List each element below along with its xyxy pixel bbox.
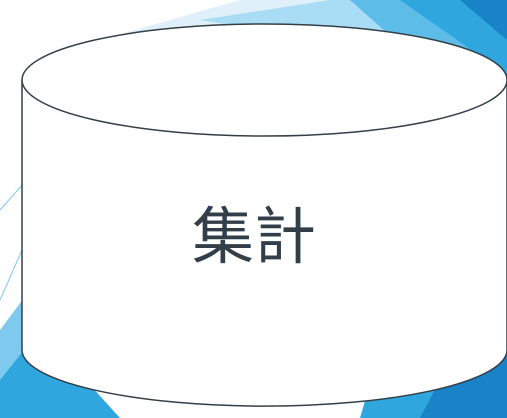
cylinder-body — [21, 80, 507, 407]
cylinder-shape: 集計 — [21, 23, 507, 407]
background-shard-deep — [430, 0, 507, 40]
cylinder-label: 集計 — [192, 200, 316, 273]
cylinder-top — [21, 23, 507, 137]
background-line-2 — [0, 249, 23, 301]
